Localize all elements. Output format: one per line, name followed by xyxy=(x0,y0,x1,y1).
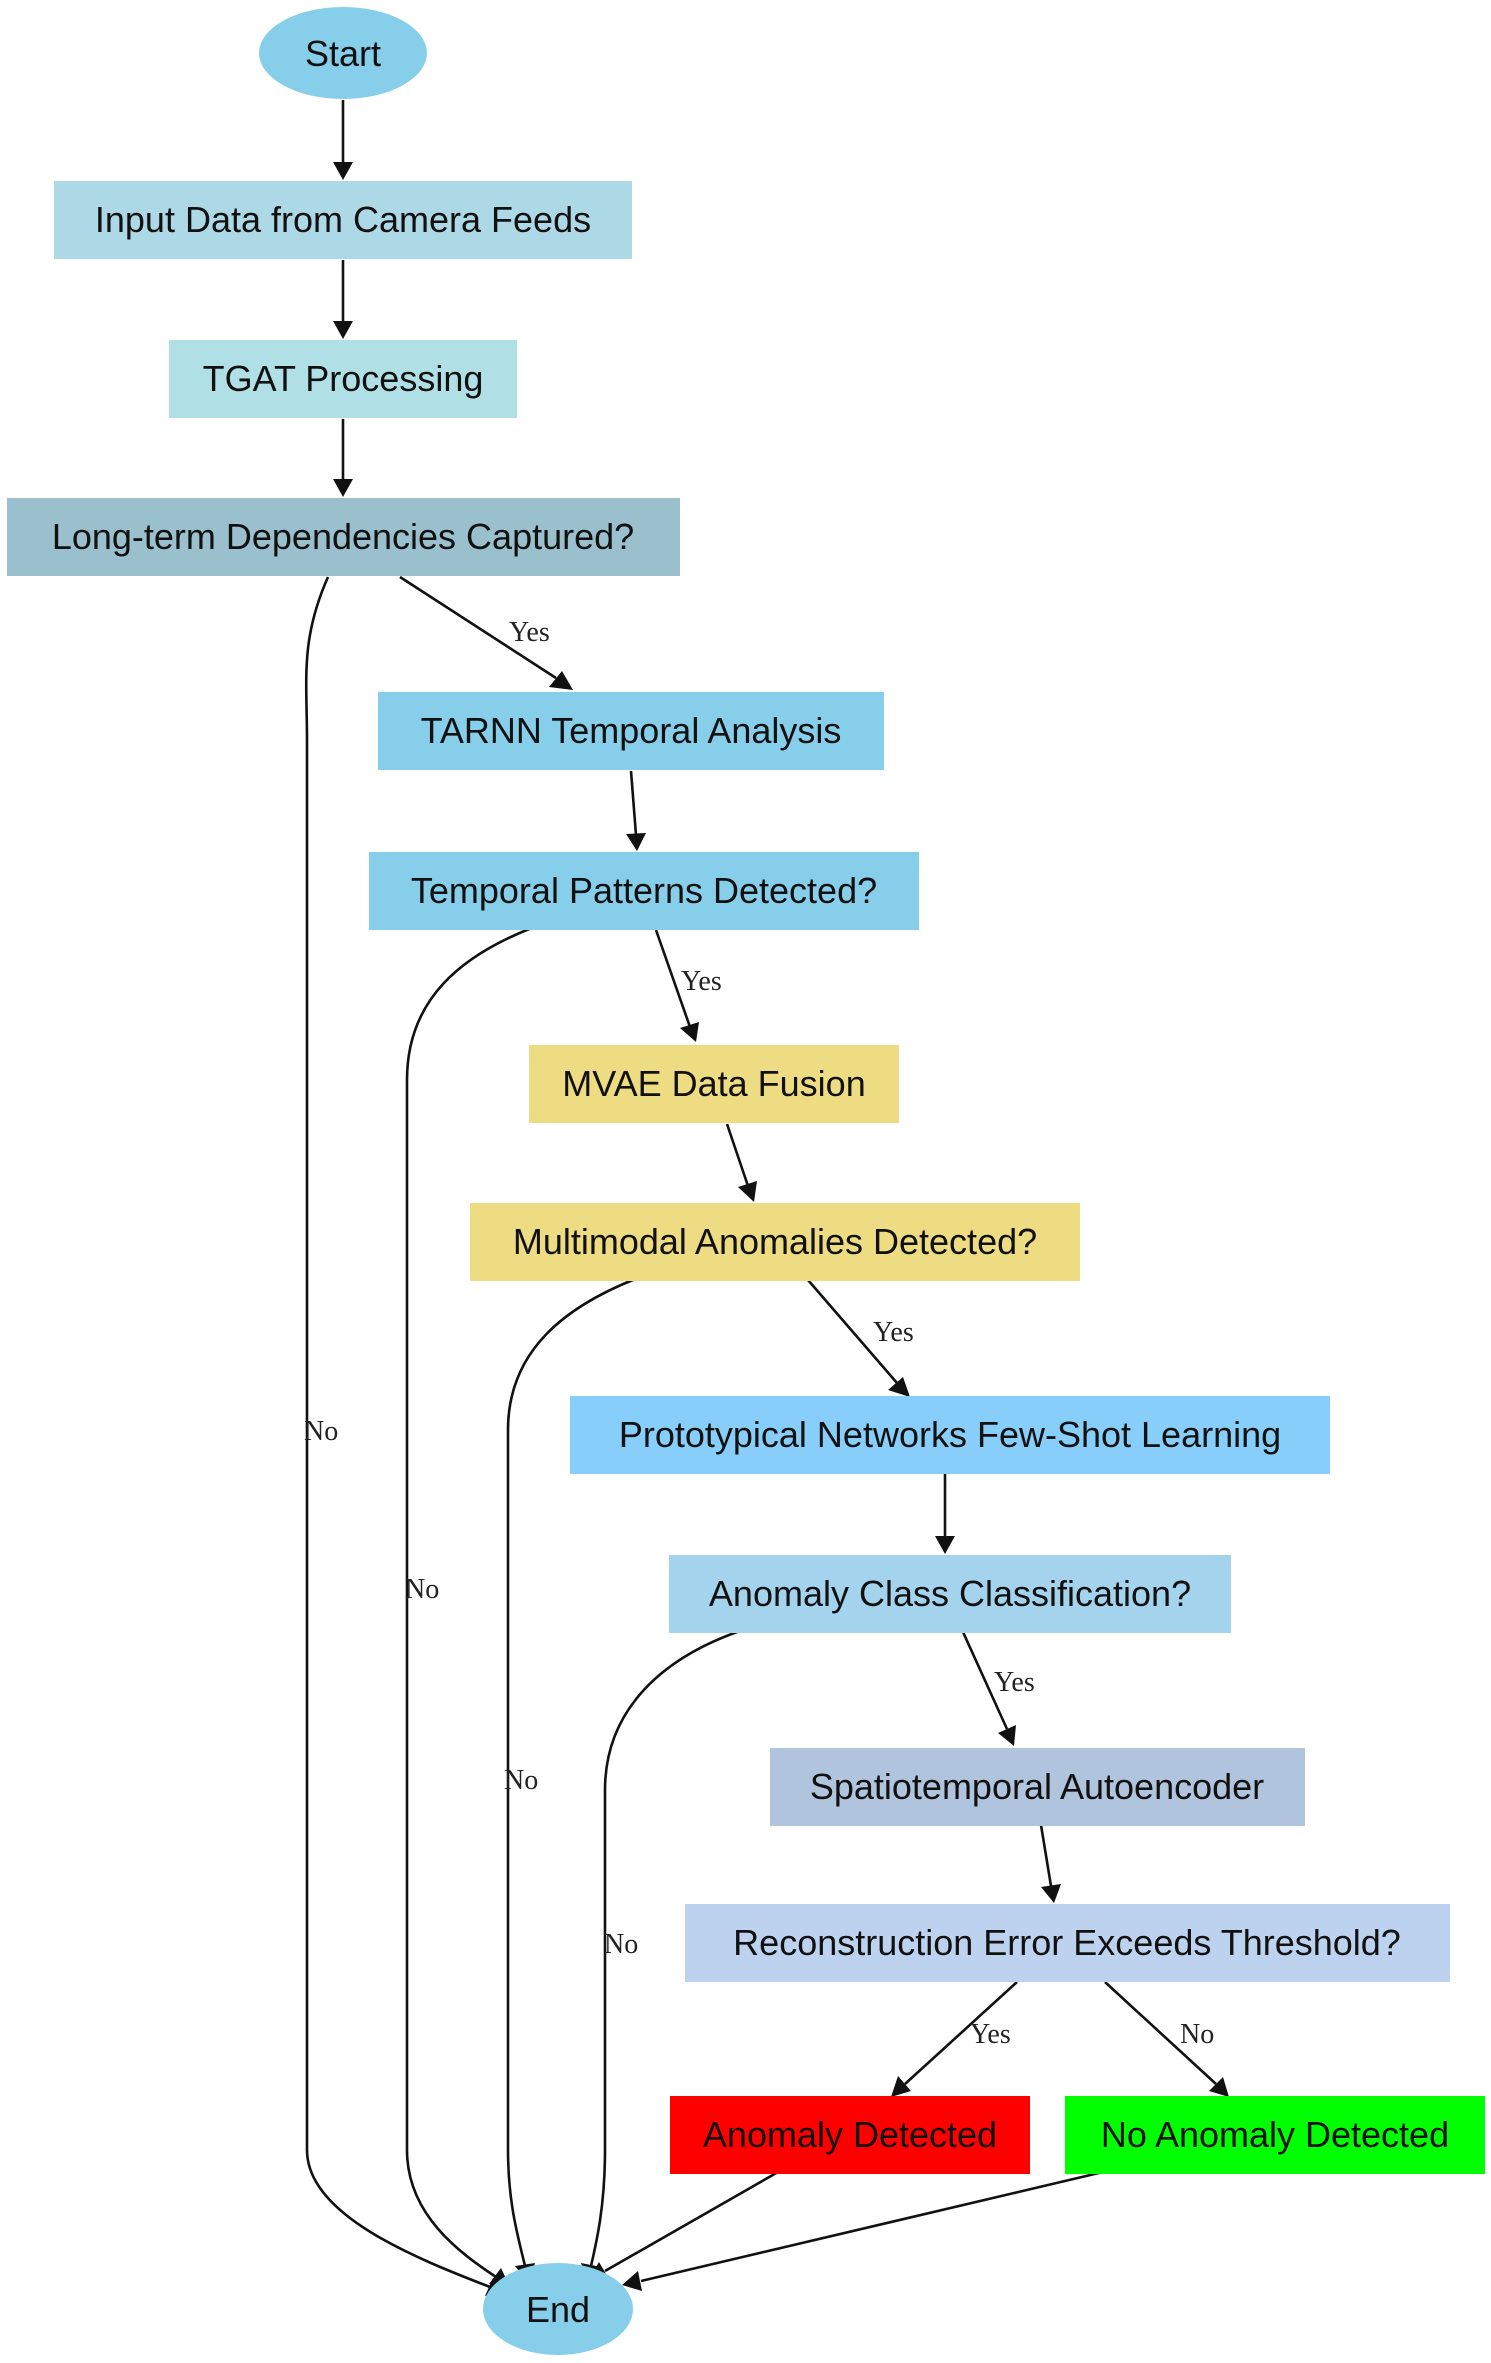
node-tgat-processing[interactable]: TGAT Processing xyxy=(169,340,517,418)
node-input-data[interactable]: Input Data from Camera Feeds xyxy=(54,181,632,259)
edge-tarnn-to-temporal xyxy=(626,770,646,851)
node-start[interactable]: Start xyxy=(259,7,427,99)
edge-start-to-input xyxy=(333,100,353,180)
edge-label-multimodal-no: No xyxy=(504,1765,538,1796)
edge-recon-no xyxy=(1104,1981,1229,2097)
node-tarnn-analysis[interactable]: TARNN Temporal Analysis xyxy=(378,692,884,770)
node-no-anomaly-detected[interactable]: No Anomaly Detected xyxy=(1065,2096,1485,2174)
node-anomaly-detected[interactable]: Anomaly Detected xyxy=(670,2096,1030,2174)
edge-tgat-to-longterm xyxy=(333,419,353,497)
node-temporal-decision-label: Temporal Patterns Detected? xyxy=(411,870,877,911)
node-spatiotemporal-autoencoder[interactable]: Spatiotemporal Autoencoder xyxy=(770,1748,1305,1826)
node-reconstruction-decision[interactable]: Reconstruction Error Exceeds Threshold? xyxy=(685,1904,1450,1982)
node-temporal-decision[interactable]: Temporal Patterns Detected? xyxy=(369,852,919,930)
edge-anomaly-to-end xyxy=(588,2170,779,2281)
nodes: Start Input Data from Camera Feeds TGAT … xyxy=(7,7,1485,2355)
node-end-label: End xyxy=(526,2289,590,2330)
node-classification-decision-label: Anomaly Class Classification? xyxy=(709,1573,1191,1614)
node-prototypical-networks-label: Prototypical Networks Few-Shot Learning xyxy=(619,1414,1281,1455)
edge-label-temporal-yes: Yes xyxy=(681,966,722,997)
edge-label-multimodal-yes: Yes xyxy=(873,1317,914,1348)
edge-classify-yes xyxy=(961,1631,1016,1746)
edge-labels: Yes No Yes No Yes No Yes No Yes No xyxy=(304,617,1214,2050)
node-anomaly-detected-label: Anomaly Detected xyxy=(703,2114,997,2155)
node-start-label: Start xyxy=(305,33,381,74)
node-mvae-fusion-label: MVAE Data Fusion xyxy=(562,1063,865,1104)
node-multimodal-decision-label: Multimodal Anomalies Detected? xyxy=(513,1221,1037,1262)
edge-label-classify-yes: Yes xyxy=(994,1667,1035,1698)
edge-label-longterm-no: No xyxy=(304,1416,338,1447)
node-spatiotemporal-autoencoder-label: Spatiotemporal Autoencoder xyxy=(810,1766,1264,1807)
edge-label-temporal-no: No xyxy=(405,1574,439,1605)
edge-label-recon-no: No xyxy=(1180,2019,1214,2050)
edge-label-longterm-yes: Yes xyxy=(509,617,550,648)
node-longterm-decision-label: Long-term Dependencies Captured? xyxy=(52,516,634,557)
node-no-anomaly-detected-label: No Anomaly Detected xyxy=(1101,2114,1449,2155)
node-input-data-label: Input Data from Camera Feeds xyxy=(95,199,591,240)
edge-multimodal-yes xyxy=(807,1279,910,1397)
edge-label-classify-no: No xyxy=(604,1929,638,1960)
node-prototypical-networks[interactable]: Prototypical Networks Few-Shot Learning xyxy=(570,1396,1330,1474)
edge-protonet-to-classify xyxy=(935,1473,955,1554)
node-reconstruction-decision-label: Reconstruction Error Exceeds Threshold? xyxy=(733,1922,1401,1963)
edge-autoenc-to-recon xyxy=(1039,1824,1061,1903)
node-multimodal-decision[interactable]: Multimodal Anomalies Detected? xyxy=(470,1203,1080,1281)
node-tgat-processing-label: TGAT Processing xyxy=(203,358,484,399)
node-mvae-fusion[interactable]: MVAE Data Fusion xyxy=(529,1045,899,1123)
edge-mvae-to-multimodal xyxy=(725,1123,757,1202)
edge-recon-yes xyxy=(891,1981,1018,2097)
node-classification-decision[interactable]: Anomaly Class Classification? xyxy=(669,1555,1231,1633)
edge-temporal-yes xyxy=(654,929,699,1042)
edge-input-to-tgat xyxy=(333,260,353,339)
edge-temporal-no xyxy=(405,924,538,2287)
edge-noanomaly-to-end xyxy=(622,2170,1104,2291)
node-tarnn-analysis-label: TARNN Temporal Analysis xyxy=(421,710,842,751)
edge-label-recon-yes: Yes xyxy=(970,2019,1011,2050)
node-end[interactable]: End xyxy=(483,2263,633,2355)
node-longterm-decision[interactable]: Long-term Dependencies Captured? xyxy=(7,498,680,576)
edge-longterm-yes xyxy=(399,575,573,690)
